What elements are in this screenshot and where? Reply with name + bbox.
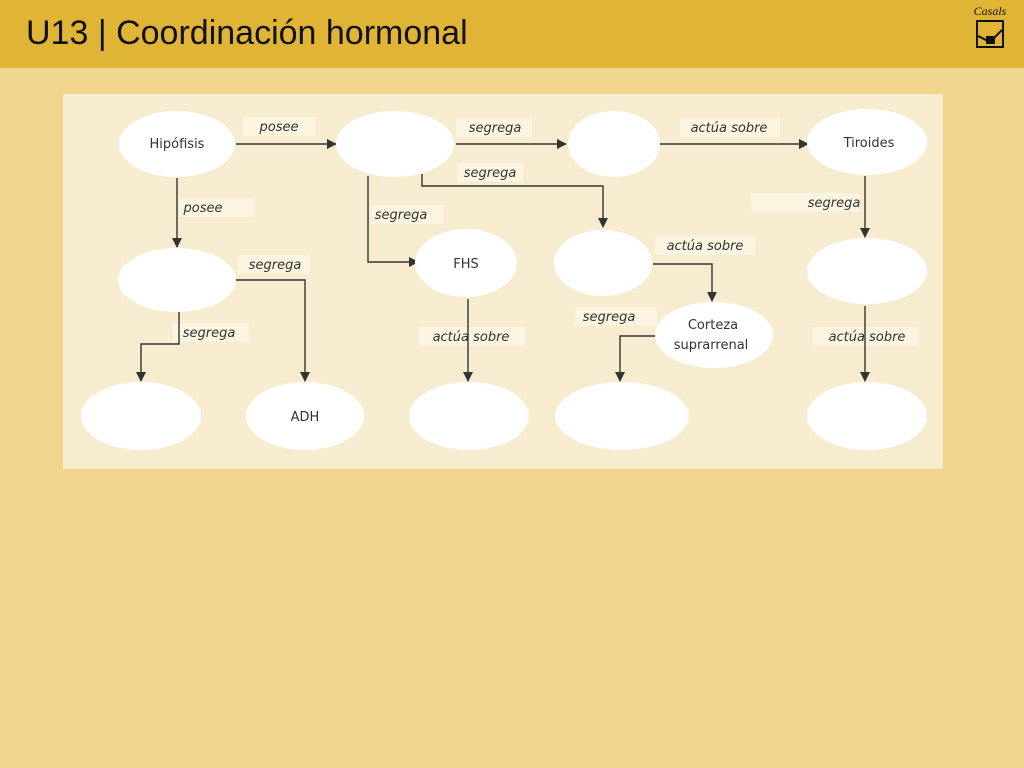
hormone-concept-map: Hipófisis Tiroides FHS Corteza suprarren… [63,94,943,469]
node-hipofisis [119,111,235,177]
label-tiroides: Tiroides [843,136,895,151]
edge-actua-mid [653,263,717,302]
header-bar: U13 | Coordinación hormonal Casals [0,0,1024,68]
edge-label-posee-down: posee [183,201,223,216]
edge-label-actua-tiroides: actúa sobre [829,330,906,345]
edge-label-actua-top: actúa sobre [691,121,768,136]
edge-segrega-post-adh [236,279,310,382]
edge-segrega-mid [421,174,608,228]
node-tiroides [807,109,927,175]
edge-segrega-post-left [136,312,180,382]
edge-label-segrega-tiroides: segrega [808,196,861,211]
node-adh [246,382,364,450]
edge-label-segrega-post2: segrega [183,326,236,341]
edge-label-segrega-mid: segrega [464,166,517,181]
label-fhs: FHS [453,257,479,272]
node-blank-top-2 [336,111,454,177]
publisher-logo: Casals [968,4,1012,56]
page-title: U13 | Coordinación hormonal [26,14,468,52]
node-blank-bottom-5 [807,382,927,450]
edge-label-segrega-fhs: segrega [375,208,428,223]
node-fhs [415,229,517,297]
label-corteza-2: suprarrenal [674,338,749,353]
edge-label-posee-right: posee [259,120,299,135]
label-corteza-1: Corteza [688,318,738,333]
edge-segrega-fhs [367,176,419,267]
node-blank-bottom-4 [555,382,689,450]
node-blank-bottom-3 [409,382,529,450]
edge-label-segrega-corteza: segrega [583,310,636,325]
edge-label-segrega-post: segrega [249,258,302,273]
node-blank-right-mid [807,238,927,304]
node-blank-left-mid [118,248,236,312]
edge-label-segrega-top: segrega [469,121,522,136]
edge-label-actua-mid: actúa sobre [667,239,744,254]
logo-text: Casals [973,4,1007,18]
label-hipofisis: Hipófisis [150,137,205,152]
node-blank-top-3 [568,111,660,177]
label-adh: ADH [291,410,320,425]
node-corteza [655,302,773,368]
node-blank-mid [554,230,652,296]
edge-label-actua-fhs: actúa sobre [433,330,510,345]
node-blank-bottom-1 [81,382,201,450]
edge-segrega-corteza [615,335,656,382]
house-icon [976,20,1004,48]
